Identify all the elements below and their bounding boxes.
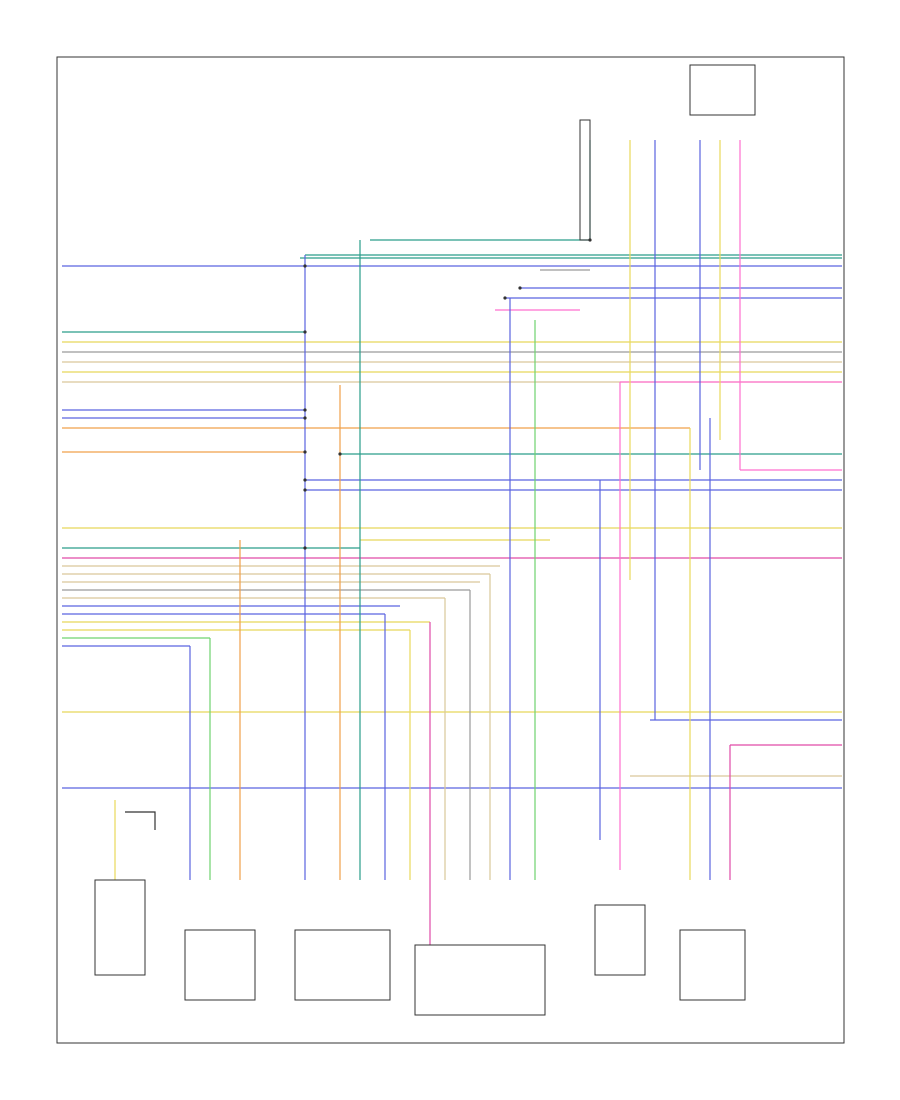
- splice-point: [303, 546, 307, 550]
- component-box: [679, 929, 746, 1001]
- splice-point: [303, 416, 307, 420]
- components: [94, 64, 756, 1016]
- drop-wire: [125, 811, 156, 830]
- splice-point: [303, 478, 307, 482]
- splice-point: [303, 264, 307, 268]
- component-box: [414, 944, 546, 1016]
- splice-point: [338, 452, 342, 456]
- diagram-border: [56, 56, 845, 1044]
- component-box: [594, 904, 646, 976]
- splice-point: [303, 330, 307, 334]
- component-box: [579, 119, 591, 241]
- splice-point: [303, 408, 307, 412]
- component-box: [94, 879, 146, 976]
- component-box: [184, 929, 256, 1001]
- component-box: [689, 64, 756, 116]
- splice-point: [303, 450, 307, 454]
- component-box: [294, 929, 391, 1001]
- wires: [62, 140, 842, 945]
- splice-point: [588, 238, 592, 242]
- splice-point: [518, 286, 522, 290]
- splices: [303, 238, 592, 550]
- splice-point: [503, 296, 507, 300]
- splice-point: [303, 488, 307, 492]
